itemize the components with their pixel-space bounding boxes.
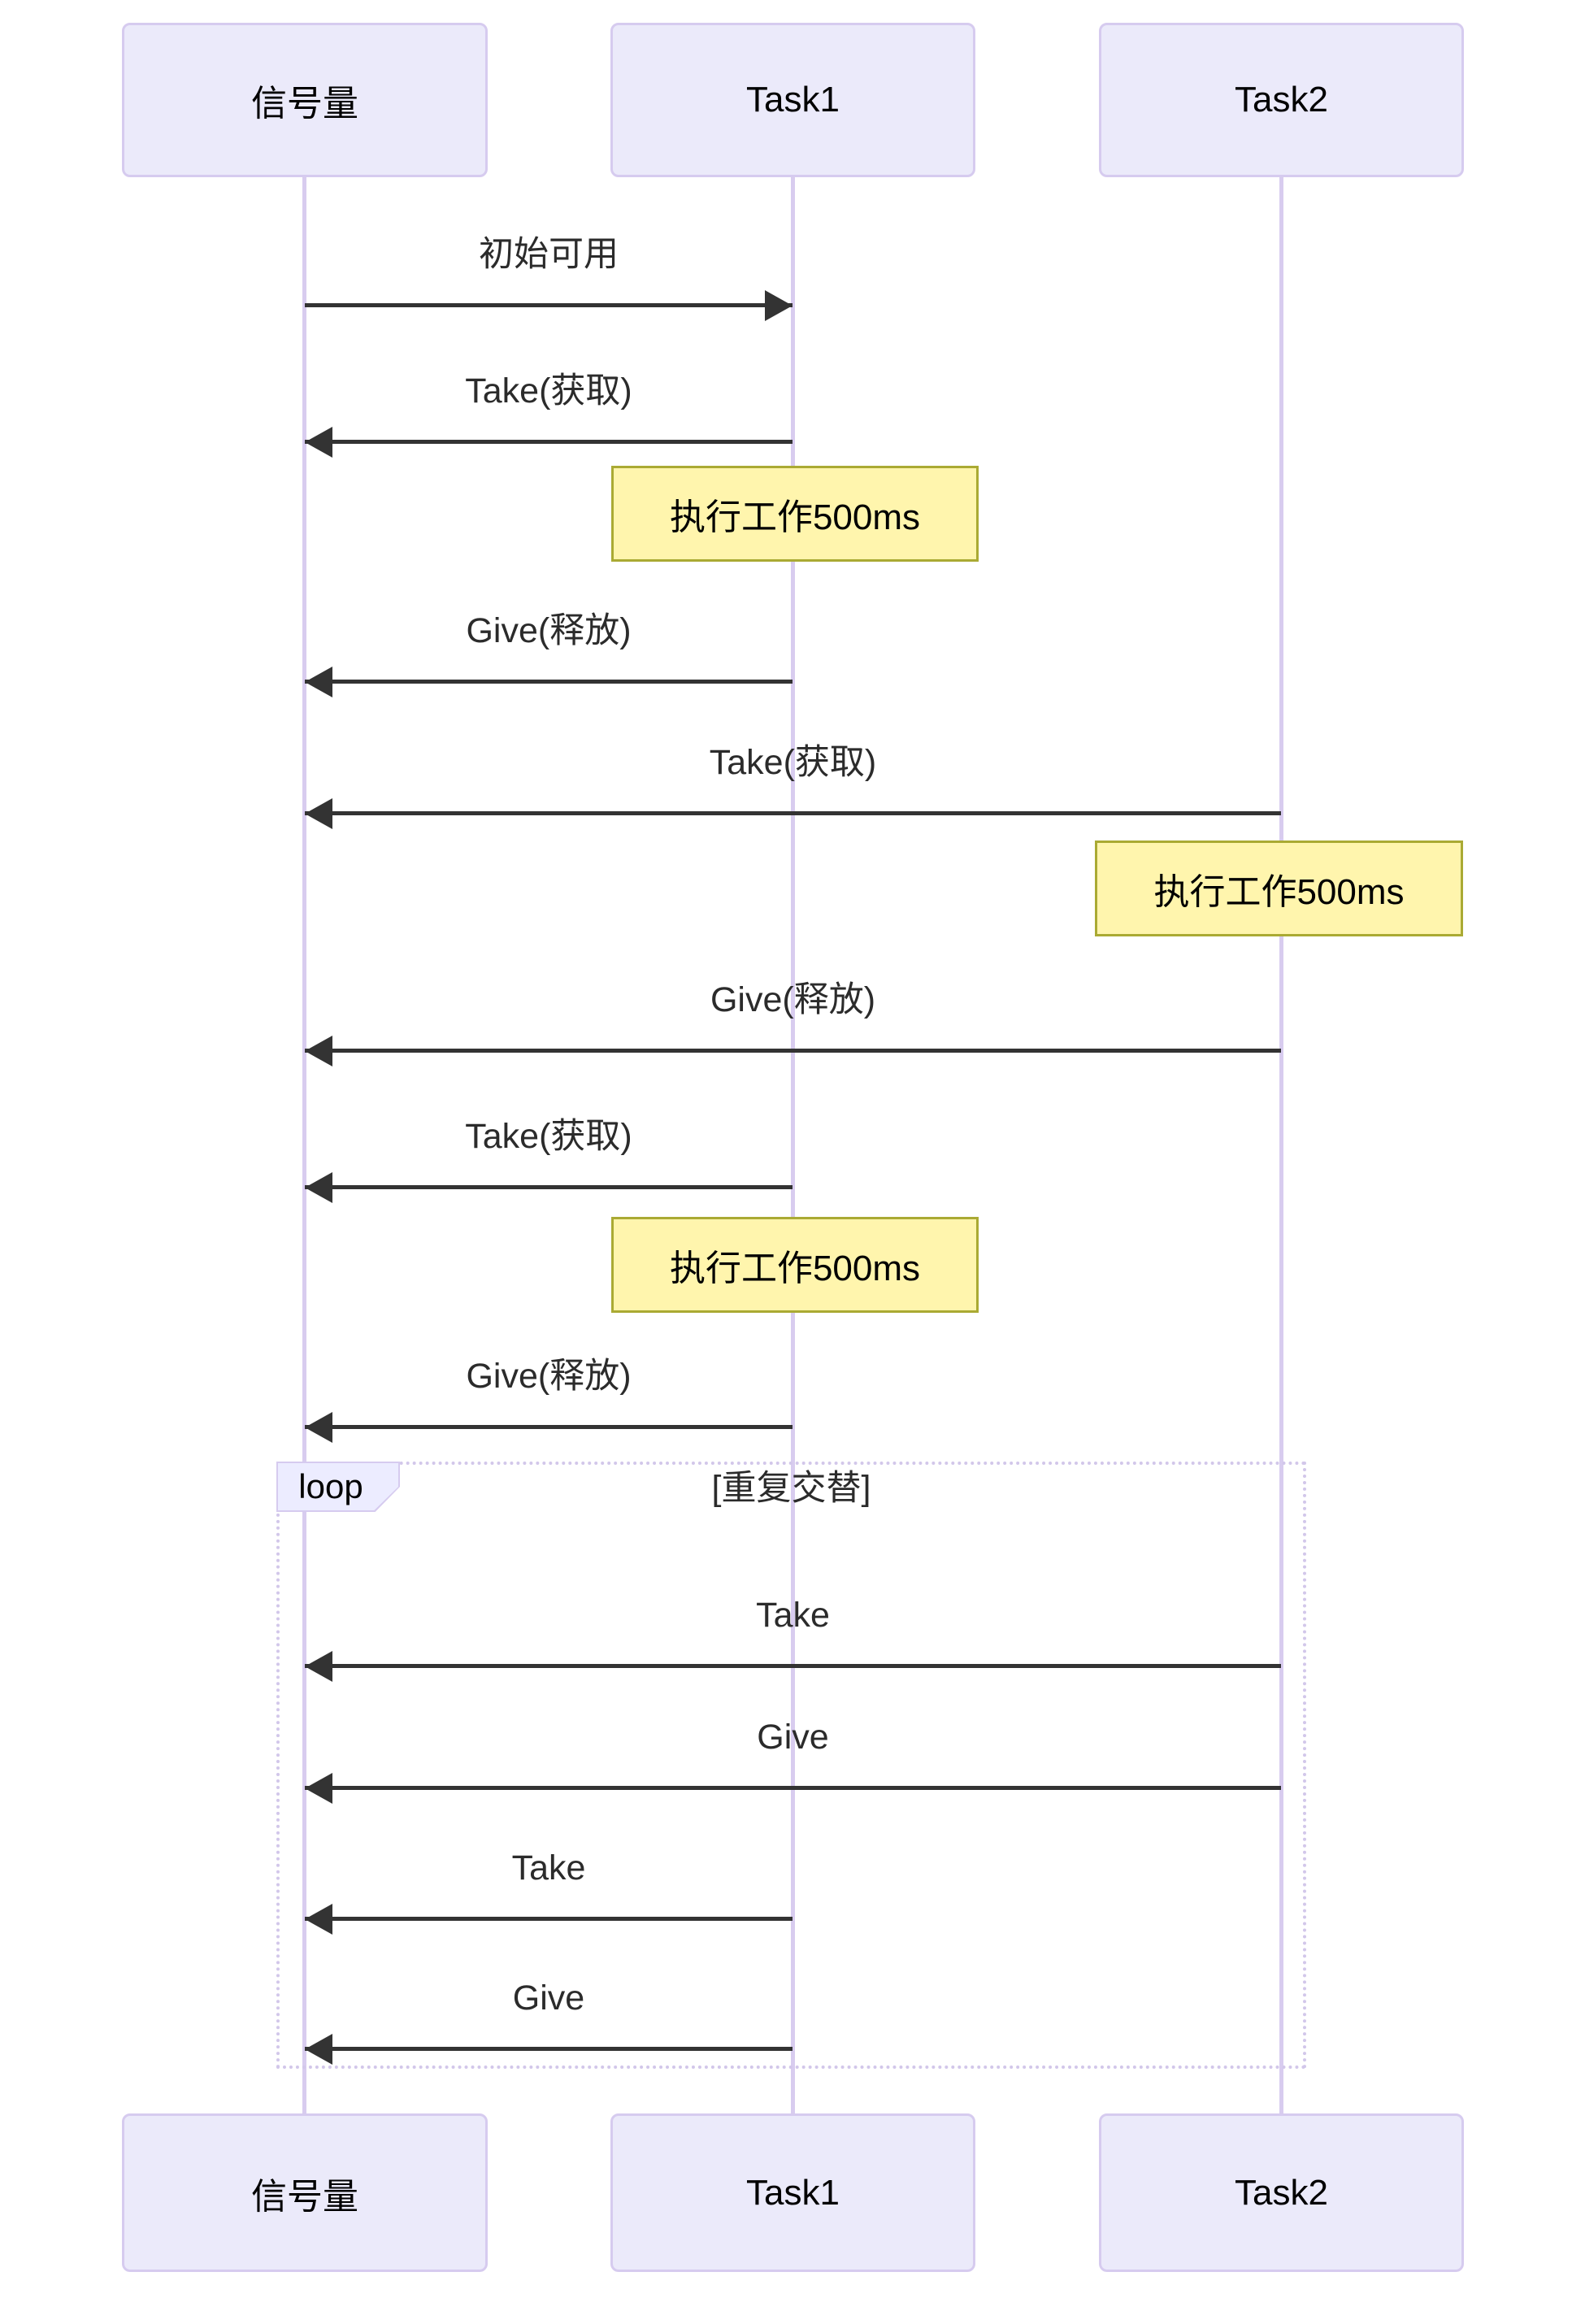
arrowhead-left-icon (305, 1036, 332, 1066)
message-arrow (305, 680, 792, 684)
message-label: 初始可用 (479, 235, 619, 274)
message-label: Take(获取) (709, 743, 877, 782)
message-label: Give (757, 1718, 829, 1757)
arrowhead-right-icon (765, 290, 792, 321)
message-take-3: Take(获取) (305, 1106, 792, 1203)
participant-label: Task1 (746, 80, 840, 119)
arrowhead-left-icon (305, 1651, 332, 1682)
arrowhead-left-icon (305, 2034, 332, 2065)
note-work-task1-2: 执行工作500ms (611, 1217, 979, 1313)
message-arrow (305, 440, 792, 444)
message-arrow (305, 2047, 792, 2051)
arrowhead-left-icon (305, 798, 332, 829)
participant-bottom-semaphore: 信号量 (122, 2113, 488, 2272)
message-label: Give (512, 1979, 585, 2018)
participant-top-task1: Task1 (610, 23, 975, 177)
message-label: Take(获取) (465, 371, 632, 411)
loop-condition-label: [重复交替] (711, 1469, 871, 1508)
message-give-2: Give(释放) (305, 969, 1281, 1066)
loop-frame (276, 1462, 1306, 2069)
message-give-3: Give(释放) (305, 1345, 792, 1443)
loop-label: loop (278, 1463, 398, 1510)
loop-message-give-task2: Give (305, 1706, 1281, 1804)
message-give-1: Give(释放) (305, 600, 792, 697)
loop-message-take-task1: Take (305, 1837, 792, 1935)
message-take-2: Take(获取) (305, 732, 1281, 829)
message-arrow (305, 1425, 792, 1429)
participant-top-semaphore: 信号量 (122, 23, 488, 177)
lifeline-semaphore (302, 176, 306, 2115)
message-label: Take(获取) (465, 1117, 632, 1156)
message-label: Take (511, 1848, 586, 1887)
message-label: Give(释放) (466, 1357, 632, 1396)
message-arrow (305, 1786, 1281, 1790)
message-arrow (305, 1664, 1281, 1668)
participant-label: Task2 (1235, 80, 1328, 119)
note-work-task1-1: 执行工作500ms (611, 466, 979, 562)
note-label: 执行工作500ms (1153, 872, 1405, 912)
arrowhead-left-icon (305, 667, 332, 697)
note-work-task2: 执行工作500ms (1095, 841, 1463, 936)
participant-bottom-task1: Task1 (610, 2113, 975, 2272)
note-label: 执行工作500ms (669, 1249, 921, 1288)
message-arrow (305, 1917, 792, 1921)
loop-label-tab: loop (276, 1462, 400, 1512)
arrowhead-left-icon (305, 1172, 332, 1203)
lifeline-task1 (791, 176, 795, 2115)
participant-label: 信号量 (251, 2176, 358, 2217)
lifeline-task2 (1279, 176, 1283, 2115)
arrowhead-left-icon (305, 1412, 332, 1443)
loop-message-take-task2: Take (305, 1584, 1281, 1682)
participant-label: Task2 (1235, 2172, 1328, 2213)
message-arrow (305, 811, 1281, 815)
participant-bottom-task2: Task2 (1099, 2113, 1464, 2272)
message-arrow (305, 1185, 792, 1189)
message-initial-available: 初始可用 (305, 224, 792, 321)
note-label: 执行工作500ms (669, 497, 921, 537)
participant-label: Task1 (746, 2172, 840, 2213)
arrowhead-left-icon (305, 427, 332, 458)
message-take-1: Take(获取) (305, 360, 792, 458)
participant-top-task2: Task2 (1099, 23, 1464, 177)
message-label: Give(释放) (710, 980, 876, 1019)
message-label: Take (756, 1596, 830, 1635)
message-label: Give(释放) (466, 611, 632, 650)
participant-label: 信号量 (251, 84, 358, 124)
arrowhead-left-icon (305, 1904, 332, 1935)
message-arrow (305, 303, 792, 307)
arrowhead-left-icon (305, 1773, 332, 1804)
loop-message-give-task1: Give (305, 1967, 792, 2065)
message-arrow (305, 1049, 1281, 1053)
